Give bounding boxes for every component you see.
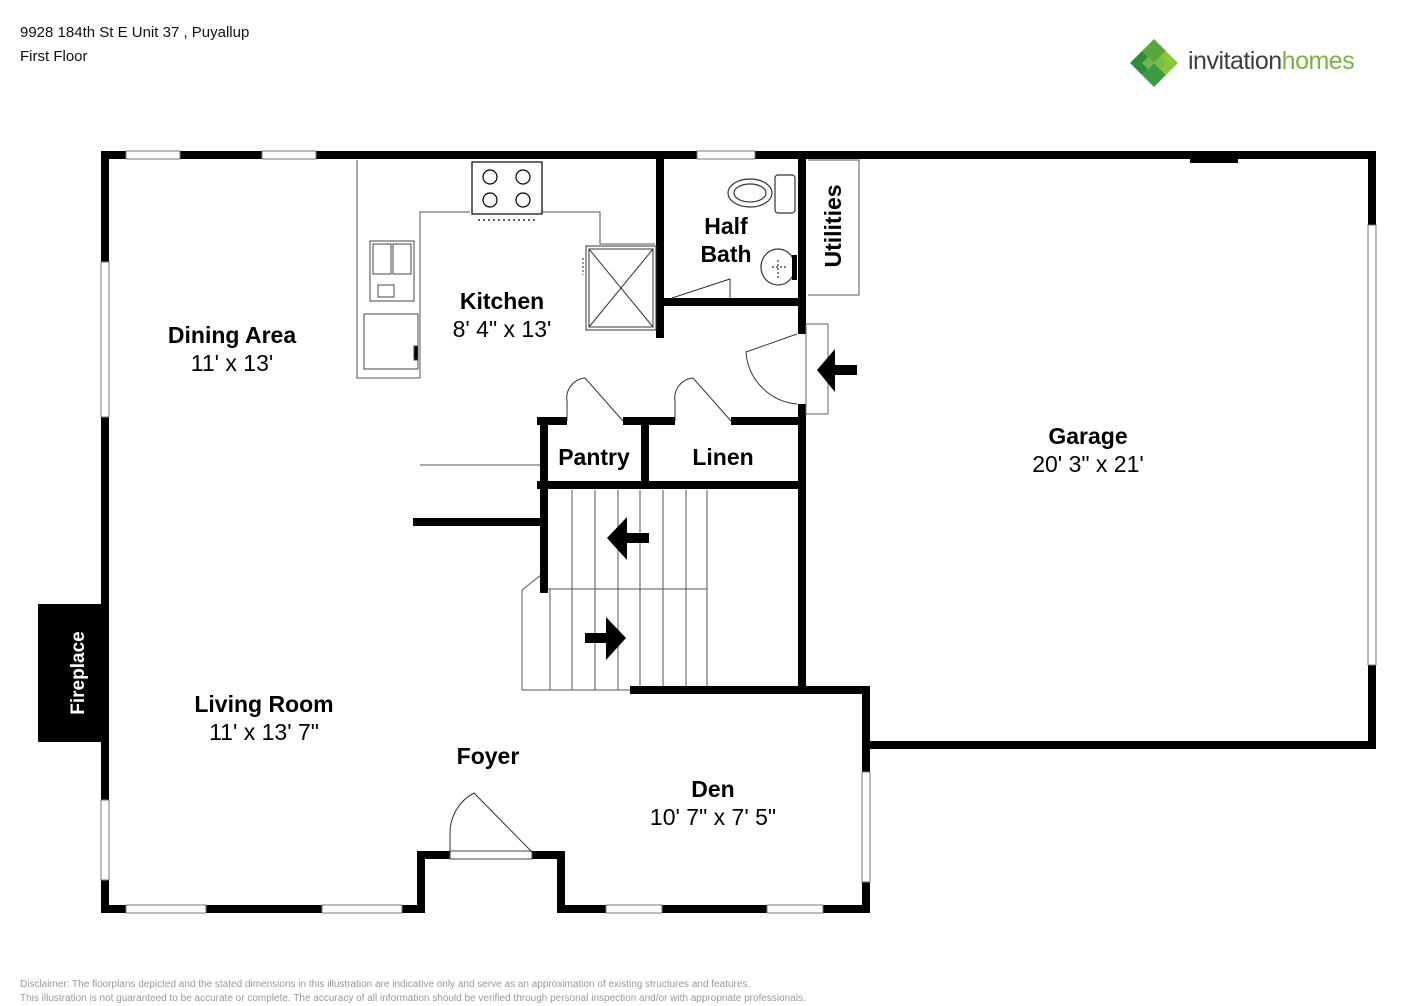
bathroom-sink-icon [760,248,797,286]
arrow-right-icon [585,617,626,660]
front-door [449,792,533,860]
brand-logo: invitationhomes [1128,37,1388,89]
room-name-garage: Garage [1048,423,1127,449]
arrows [585,349,857,660]
pantry-door [566,377,624,425]
garage-vent [1190,158,1238,163]
fireplace [38,604,102,742]
kitchen-counter-top [542,211,655,245]
garage-outer-wall [862,151,1376,749]
kitchen-counter-left [356,160,470,379]
room-name-den: Den [691,776,734,802]
room-name-dining: Dining Area [168,322,296,348]
logo-wordmark-part2: homes [1281,47,1355,75]
room-name-kitchen: Kitchen [460,288,544,314]
garage-door [745,323,829,415]
arrow-left-icon [817,349,857,392]
room-dims-garage: 20' 3" x 21' [1032,451,1144,477]
room-name-linen: Linen [692,444,753,470]
sink-icon [369,240,415,302]
room-name-utilities: Utilities [820,184,846,267]
stair-lower-outline [521,574,634,691]
room-dims-dining: 11' x 13' [191,350,274,376]
doors [449,278,829,860]
arrow-left-icon [607,517,649,560]
walls [101,151,1376,913]
diamond-cluster-logo-icon [1130,39,1178,87]
stair-landing [420,464,542,520]
dishwasher-icon [363,313,419,370]
room-name-half-bath-line2: Bath [700,241,751,267]
bath-fixtures [727,174,797,286]
disclaimer-line-1: Disclaimer: The floorplans depicted and … [20,979,751,990]
toilet-icon [727,174,796,214]
kitchen-appliances [363,161,657,370]
stove-icon [471,161,543,221]
window [100,150,1377,914]
stair-treads [549,490,708,690]
disclaimer-line-2: This illustration is not guaranteed to b… [20,993,806,1004]
linen-door [674,377,732,425]
refrigerator-icon [582,245,657,331]
room-dims-den: 10' 7" x 7' 5" [650,804,776,830]
utilities-closet [808,159,860,296]
room-name-half-bath-line1: Half [704,213,748,239]
address: 9928 184th St E Unit 37 , Puyallup [20,24,250,41]
disclaimer: Disclaimer: The floorplans depicted and … [20,978,1400,1006]
room-dims-living: 11' x 13' 7" [209,719,319,745]
outer-wall-main [101,151,870,913]
room-dims-kitchen: 8' 4" x 13' [453,316,552,342]
room-name-foyer: Foyer [457,743,520,769]
windows [100,150,1377,914]
header: 9928 184th St E Unit 37 , Puyallup First… [20,21,249,69]
room-labels: Dining Area 11' x 13' Kitchen 8' 4" x 13… [168,184,1144,830]
logo-wordmark: invitationhomes [1188,47,1355,76]
fireplace-label: Fireplace [68,631,89,714]
logo-wordmark-part1: invitation [1188,47,1282,75]
floor-label: First Floor [20,48,88,65]
room-name-pantry: Pantry [558,444,630,470]
bath-door [671,278,731,299]
room-name-living: Living Room [194,691,333,717]
